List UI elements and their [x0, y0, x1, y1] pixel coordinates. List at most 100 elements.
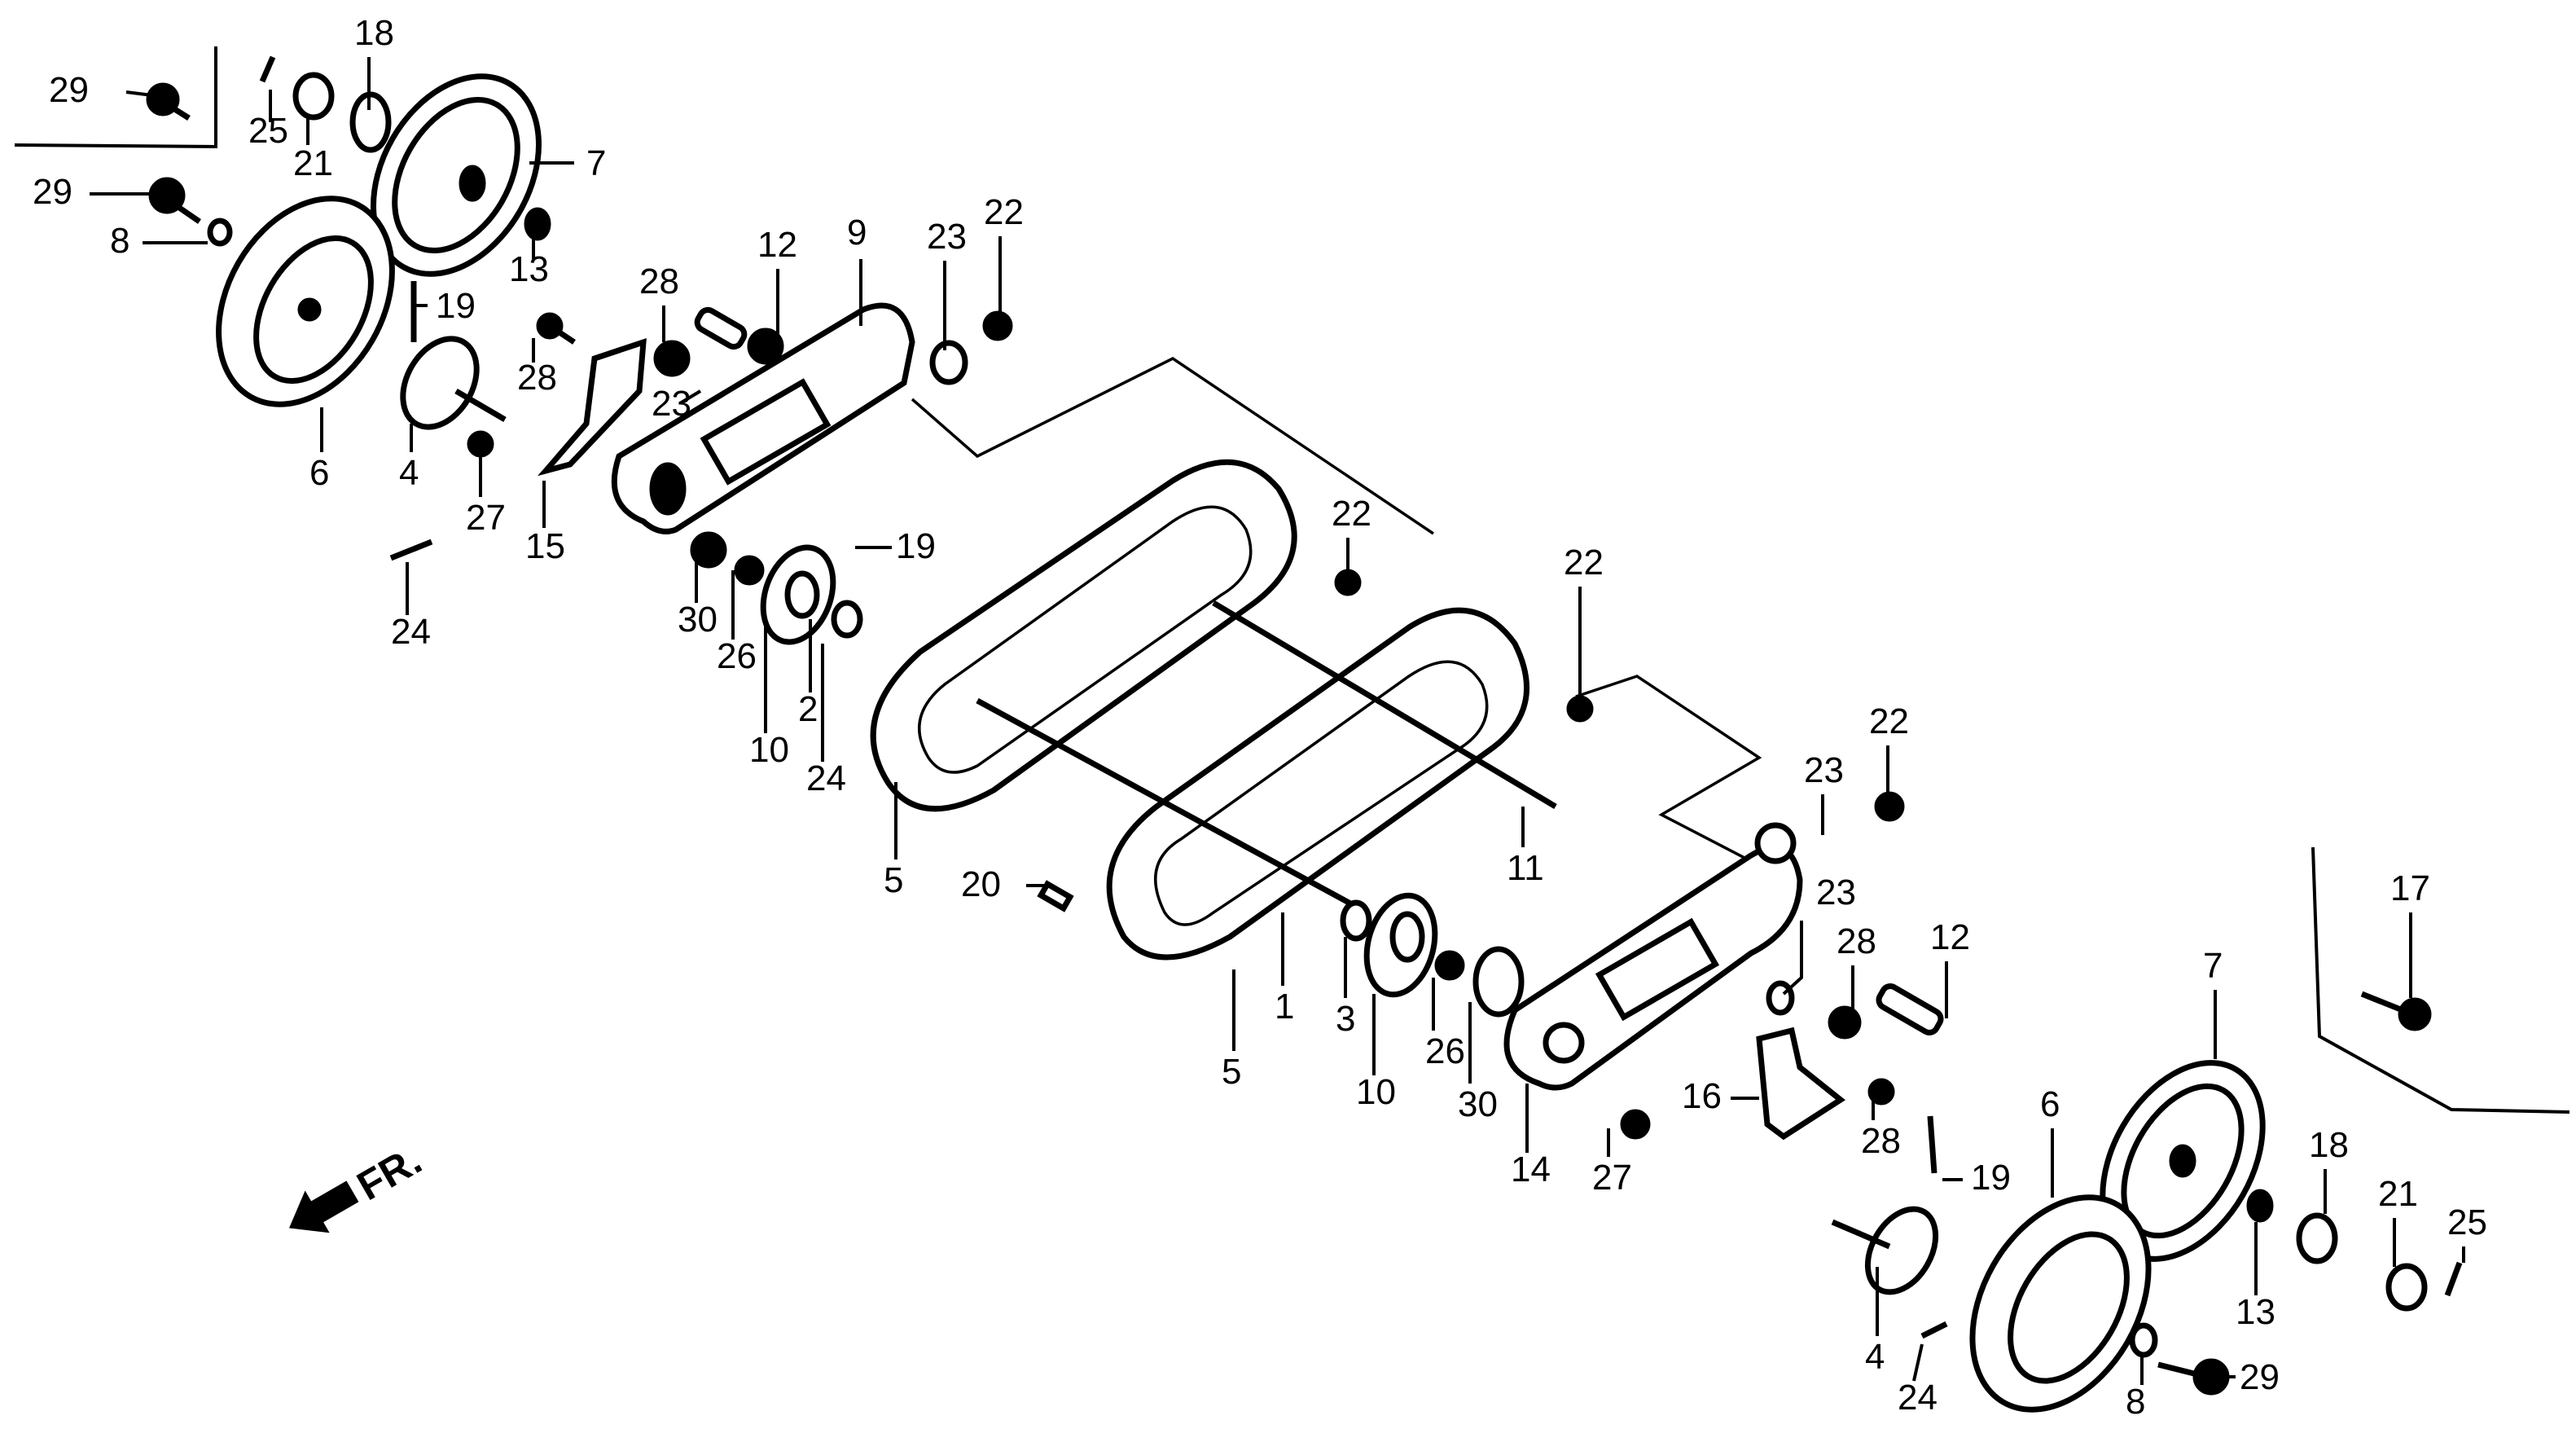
callout-label: 17 — [2390, 868, 2430, 908]
callout-label: 5 — [1222, 1052, 1241, 1092]
callout-20: 20 — [961, 864, 1047, 904]
callout-label: 21 — [293, 143, 333, 183]
callout-19: 19 — [415, 286, 476, 326]
callout-21: 21 — [2378, 1174, 2418, 1267]
wheel-plate-left — [371, 73, 542, 277]
callout-25: 25 — [248, 90, 288, 151]
hub-shaft-right — [1831, 1206, 1939, 1295]
callout-19: 19 — [1942, 1158, 2011, 1198]
callout-13: 13 — [509, 236, 549, 289]
callout-label: 18 — [354, 13, 394, 53]
callout-22: 22 — [1869, 701, 1909, 794]
callout-17: 17 — [2390, 868, 2430, 998]
callout-24: 24 — [806, 644, 846, 798]
callout-label: 23 — [927, 217, 967, 257]
callout-8: 8 — [110, 221, 208, 261]
callout-label: 2 — [798, 689, 818, 729]
callout-5: 5 — [884, 782, 903, 900]
callout-24: 24 — [391, 562, 431, 652]
callout-2: 2 — [798, 619, 818, 729]
assembly-line-right — [1575, 675, 1772, 873]
callout-29: 29 — [49, 70, 160, 110]
callout-12: 12 — [757, 225, 797, 338]
wheel-plate-right — [2100, 1060, 2266, 1262]
callout-label: 29 — [2240, 1357, 2280, 1397]
callout-30: 30 — [678, 562, 718, 640]
callout-28: 28 — [639, 262, 679, 342]
callout-label: 23 — [1804, 750, 1844, 790]
callout-11: 11 — [1507, 807, 1544, 888]
track-frame-left — [611, 302, 915, 534]
callout-label: 26 — [717, 636, 757, 676]
crawler-track-right — [1106, 607, 1529, 961]
callout-label: 11 — [1507, 848, 1544, 888]
callout-4: 4 — [399, 424, 419, 493]
callout-label: 23 — [652, 384, 691, 424]
key-part — [1037, 880, 1074, 912]
callout-label: 25 — [2447, 1202, 2487, 1242]
callout-3: 3 — [1336, 937, 1355, 1039]
callout-13: 13 — [2236, 1222, 2275, 1332]
callout-label: 10 — [1356, 1072, 1396, 1112]
callout-14: 14 — [1511, 1084, 1551, 1189]
callout-29: 29 — [2203, 1357, 2280, 1397]
callout-24: 24 — [1898, 1343, 1937, 1418]
callout-label: 28 — [1837, 921, 1876, 961]
sprocket-wheel-left — [216, 196, 395, 407]
callout-label: 22 — [1869, 701, 1909, 741]
callout-label: 18 — [2309, 1125, 2349, 1165]
arrow-icon — [289, 1180, 359, 1233]
callout-label: 22 — [1564, 543, 1604, 583]
callout-label: 29 — [49, 70, 89, 110]
callout-label: 1 — [1275, 987, 1294, 1027]
callout-label: 22 — [984, 192, 1024, 232]
callout-label: 7 — [2203, 946, 2223, 986]
callout-label: 8 — [110, 221, 129, 261]
callout-label: 20 — [961, 864, 1001, 904]
callout-10: 10 — [749, 619, 789, 770]
callout-9: 9 — [847, 213, 867, 326]
callout-28: 28 — [1837, 921, 1876, 1010]
callout-22: 22 — [1564, 543, 1604, 697]
callout-7: 7 — [2203, 946, 2223, 1059]
callout-label: 24 — [1898, 1378, 1937, 1418]
callout-label: 21 — [2378, 1174, 2418, 1214]
callout-28: 28 — [517, 338, 557, 398]
callout-26: 26 — [1425, 978, 1465, 1071]
callout-6: 6 — [309, 407, 329, 493]
crawler-track-left — [870, 459, 1297, 812]
front-direction-label: FR. — [349, 1136, 429, 1209]
callout-label: 23 — [1816, 873, 1856, 912]
callout-25: 25 — [2447, 1202, 2487, 1263]
callout-label: 6 — [2040, 1084, 2060, 1124]
callout-label: 19 — [436, 286, 476, 326]
callout-26: 26 — [717, 570, 757, 676]
leader-line — [678, 389, 702, 405]
callout-label: 6 — [309, 453, 329, 493]
callout-label: 30 — [678, 600, 718, 640]
inset-frame-bottom-right — [2311, 846, 2570, 1114]
callout-8: 8 — [2126, 1356, 2145, 1422]
callout-27: 27 — [1592, 1128, 1632, 1198]
callout-23: 23 — [927, 217, 967, 350]
callout-28: 28 — [1861, 1096, 1901, 1161]
callout-22: 22 — [1332, 494, 1371, 570]
callout-label: 5 — [884, 860, 903, 900]
callout-label: 28 — [1861, 1121, 1901, 1161]
callout-label: 13 — [2236, 1292, 2275, 1332]
callout-7: 7 — [529, 143, 606, 183]
callout-label: 24 — [391, 612, 431, 652]
hardware-right-frame — [1620, 791, 1944, 1174]
callout-label: 9 — [847, 213, 867, 253]
callout-label: 10 — [749, 730, 789, 770]
axle-shaft-1 — [976, 697, 1354, 908]
callout-23: 23 — [1804, 750, 1844, 835]
nut-22-b-part — [1334, 569, 1362, 596]
callout-label: 27 — [466, 498, 506, 538]
leader-line — [1782, 921, 1803, 996]
callout-1: 1 — [1275, 912, 1294, 1027]
callout-4: 4 — [1865, 1267, 1885, 1377]
callout-29: 29 — [33, 172, 155, 212]
hub-shaft-left — [400, 336, 507, 430]
